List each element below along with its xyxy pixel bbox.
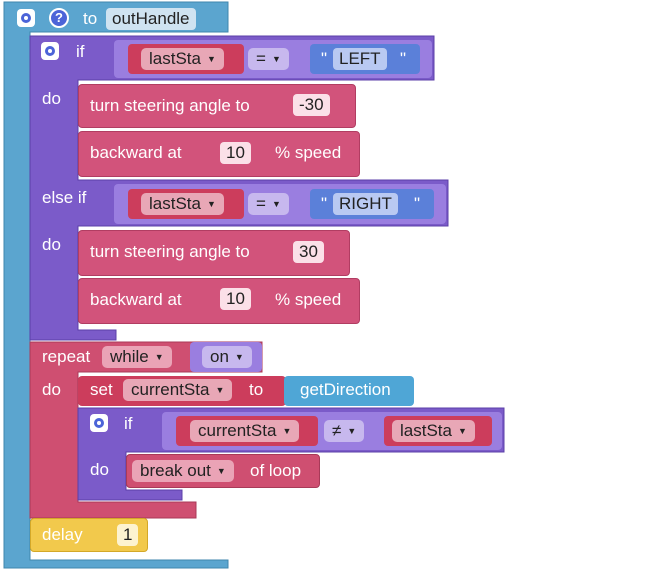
else-if-label: else if	[42, 188, 87, 207]
chevron-down-icon: ▼	[215, 385, 225, 395]
quote-open: "	[321, 49, 328, 68]
do-label: do	[42, 89, 61, 108]
variable-dropdown[interactable]: lastSta▼	[392, 420, 475, 442]
delay-value-field[interactable]: 1	[117, 524, 139, 546]
operator-dropdown[interactable]: =▼	[248, 48, 289, 70]
inner-if-gear-icon[interactable]	[90, 414, 108, 432]
procedure-block[interactable]	[0, 0, 240, 572]
repeat-label: repeat	[42, 347, 91, 366]
set-to-label: to	[249, 380, 264, 399]
steering-value-field[interactable]: -30	[293, 94, 330, 116]
steering-label: turn steering angle to	[90, 242, 250, 261]
quote-close: "	[400, 49, 407, 68]
backward-label: backward at	[90, 143, 182, 162]
operator-dropdown[interactable]: ≠▼	[324, 420, 365, 442]
if-label: if	[76, 42, 85, 61]
procedure-gear-icon[interactable]	[17, 9, 35, 27]
chevron-down-icon: ▼	[347, 426, 357, 436]
speed-suffix-label: % speed	[275, 143, 342, 162]
steering-label: turn steering angle to	[90, 96, 250, 115]
speed-value-field[interactable]: 10	[220, 288, 251, 310]
procedure-to-label: to	[83, 9, 98, 28]
chevron-down-icon: ▼	[457, 426, 467, 436]
repeat-mode-dropdown[interactable]: while▼	[102, 346, 172, 368]
variable-dropdown[interactable]: lastSta▼	[141, 193, 224, 215]
chevron-down-icon: ▼	[206, 199, 216, 209]
chevron-down-icon: ▼	[206, 54, 216, 64]
chevron-down-icon: ▼	[216, 466, 226, 476]
variable-dropdown[interactable]: currentSta▼	[190, 420, 300, 442]
do-label: do	[42, 380, 61, 399]
backward-block[interactable]	[78, 131, 360, 177]
procedure-name-field[interactable]: outHandle	[106, 8, 196, 30]
chevron-down-icon: ▼	[282, 426, 292, 436]
quote-close: "	[414, 194, 421, 213]
break-option-dropdown[interactable]: break out▼	[132, 460, 234, 482]
text-value-field[interactable]: LEFT	[333, 48, 387, 70]
set-label: set	[90, 380, 113, 399]
quote-open: "	[321, 194, 328, 213]
boolean-dropdown[interactable]: on▼	[202, 346, 252, 368]
variable-dropdown[interactable]: lastSta▼	[141, 48, 224, 70]
speed-suffix-label: % speed	[275, 290, 342, 309]
if-label: if	[124, 414, 133, 433]
break-suffix-label: of loop	[250, 461, 302, 480]
chevron-down-icon: ▼	[154, 352, 164, 362]
backward-block[interactable]	[78, 278, 360, 324]
if-gear-icon[interactable]	[41, 42, 59, 60]
delay-label: delay	[42, 525, 83, 544]
variable-dropdown[interactable]: currentSta▼	[123, 379, 233, 401]
backward-label: backward at	[90, 290, 182, 309]
chevron-down-icon: ▼	[271, 54, 281, 64]
chevron-down-icon: ▼	[234, 352, 244, 362]
chevron-down-icon: ▼	[271, 199, 281, 209]
text-value-field[interactable]: RIGHT	[333, 193, 398, 215]
help-icon[interactable]: ?	[49, 8, 69, 28]
speed-value-field[interactable]: 10	[220, 142, 251, 164]
do-label: do	[90, 460, 109, 479]
operator-dropdown[interactable]: =▼	[248, 193, 289, 215]
do-label: do	[42, 235, 61, 254]
steering-value-field[interactable]: 30	[293, 241, 324, 263]
get-direction-label: getDirection	[300, 380, 391, 399]
get-direction-block[interactable]	[284, 376, 414, 406]
